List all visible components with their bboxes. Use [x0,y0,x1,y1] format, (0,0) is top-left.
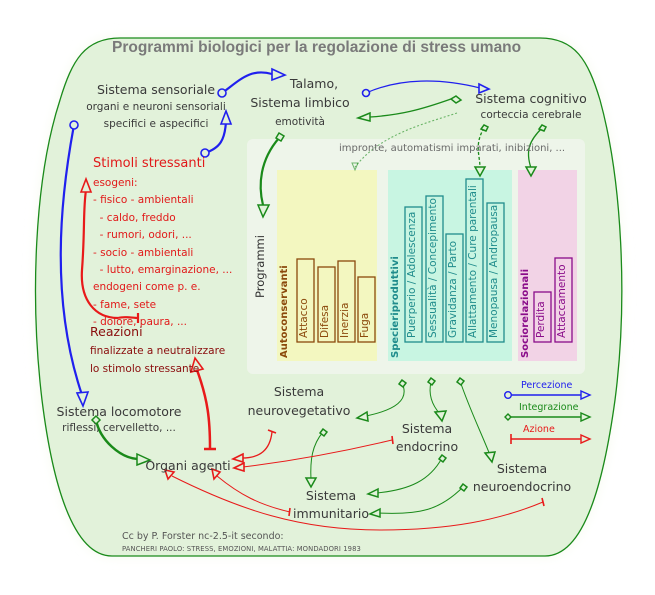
sensory-system-title: Sistema sensoriale [96,82,216,97]
immune-title1: Sistema [305,488,357,503]
stimuli-list-item: - rumori, odori, ... [93,229,192,242]
group-bg-sociorelazionali [518,170,577,361]
reactions-sub2: lo stimolo stressante [90,363,200,375]
legend-action: Azione [523,424,555,435]
legend-perception: Percezione [521,380,573,391]
group-bg-specieriproduttivi [388,170,512,361]
endocrine-title1: Sistema [401,421,453,436]
endocrine-title2: endocrino [395,439,459,454]
stimuli-list-item: - fisico - ambientali [93,194,194,207]
program-box [404,206,423,343]
neurovegetative-title1: Sistema [273,384,325,399]
program-difesa: Difesa [319,304,331,338]
neuroendocrine-title1: Sistema [496,461,548,476]
neuroendocrine-title2: neuroendocrino [472,479,572,494]
stimuli-list-item: - fame, sete [93,298,157,311]
program-box [445,233,464,343]
program-box [425,195,444,343]
program-box [465,178,484,343]
group-label-sociorelazionali: Sociorelazionali [520,268,531,358]
program-puerperio: Puerperio / Adolescenza [406,211,418,338]
legend-integration: Integrazione [519,402,579,413]
credit-line1: Cc by P. Forster nc-2.5-it secondo: [122,531,284,542]
program-attacco: Attacco [298,298,310,338]
arrow-sensory-to-locomotor [59,124,84,396]
program-gravidanza: Gravidanza / Parto [447,240,459,338]
reactions-title: Reazioni [90,324,143,339]
program-attaccamento: Attaccamento [556,264,568,338]
sensory-system-sub1: organi e neuroni sensoriali [86,101,226,113]
program-perdita: Perdita [535,301,547,338]
stimuli-list-item: endogeni come p. e. [93,281,201,294]
arrow-sensory-to-limbic [221,71,273,94]
stimuli-list-item: esogeni: [93,177,138,189]
limbic-title2: Sistema limbico [250,95,350,110]
program-sessualita: Sessualità / Concepimento [427,198,439,338]
programs-label: Programmi [253,235,267,298]
stimuli-list-item: - dolore, paura, ... [93,316,187,329]
effectors-title: Organi agenti [145,458,231,473]
program-box [357,276,376,343]
program-box [296,258,315,343]
cognitive-sub: corteccia cerebrale [480,109,582,121]
reactions-sub1: finalizzate a neutralizzare [90,345,226,357]
immune-title2: immunitario [293,506,369,521]
limbic-sub: emotività [275,116,325,128]
program-box [337,260,356,343]
program-inerzia: Inerzia [339,302,351,338]
program-menopausa: Menopausa / Andropausa [488,204,500,338]
stimuli-title: Stimoli stressanti [93,156,206,171]
group-bg-autoconservanti [277,170,377,361]
program-allattamento: Allattamento / Cure parentali [467,185,479,338]
sensory-system-sub2: specifici e aspecifici [103,118,209,130]
imprint-note: impronte, automatismi imparati, inibizio… [339,143,566,154]
group-label-specieriproduttivi: Specieriproduttivi [390,256,401,358]
program-box [317,266,336,343]
program-box [486,202,505,343]
arrow-limbic-to-cognitive [365,80,481,94]
group-label-autoconservanti: Autoconservanti [279,265,290,358]
program-box [554,257,573,343]
neurovegetative-title2: neurovegetativo [247,403,351,418]
stimuli-list-item: - lutto, emarginazione, ... [93,264,233,277]
program-fuga: Fuga [359,312,371,338]
locomotor-title: Sistema locomotore [56,404,182,419]
program-box [533,291,552,343]
locomotor-sub: riflessi, cervelletto, ... [62,422,176,434]
credit-line2: PANCHERI PAOLO: STRESS, EMOZIONI, MALATT… [122,545,361,553]
stimuli-list-item: - caldo, freddo [93,211,176,224]
limbic-title1: Talamo, [289,76,339,91]
diagram-title: Programmi biologici per la regolazione d… [112,39,522,56]
cognitive-title: Sistema cognitivo [475,91,587,106]
legend-lines [504,389,592,445]
stimuli-list: esogeni: - fisico - ambientali - caldo, f… [93,175,232,332]
stimuli-list-item: - socio - ambientali [93,246,194,259]
